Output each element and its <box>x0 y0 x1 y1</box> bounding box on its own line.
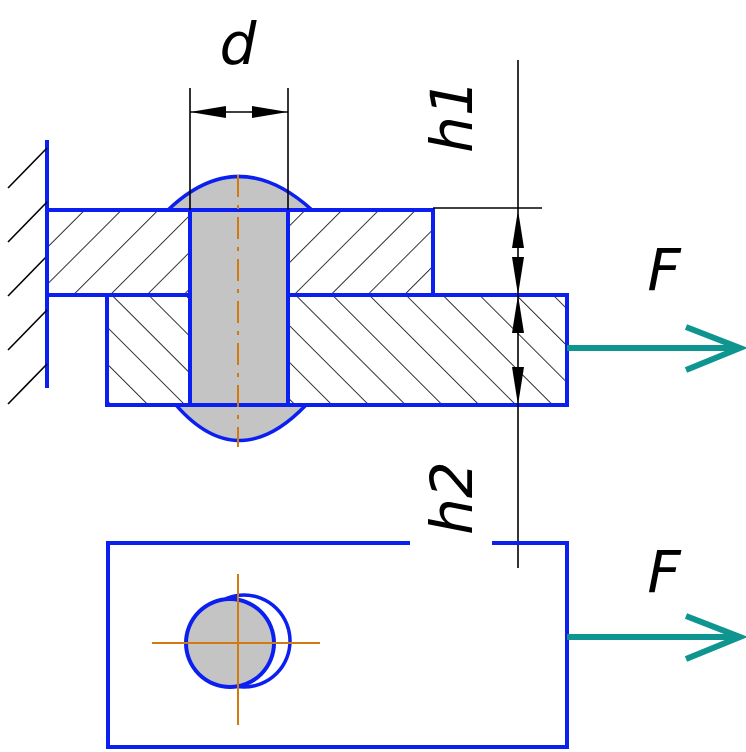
rivet-heads <box>163 174 317 443</box>
bottom-plate <box>105 293 569 407</box>
dimension-thickness <box>433 60 542 568</box>
label-h2: h2 <box>418 461 486 535</box>
force-arrow-bottom <box>567 613 746 662</box>
label-d: d <box>220 10 258 78</box>
wall-support <box>7 140 49 405</box>
rivet-shank <box>188 175 290 447</box>
label-force-bottom: F <box>647 538 682 606</box>
dimension-d <box>189 88 289 210</box>
plan-view-plate <box>106 540 569 749</box>
plan-view-rivet <box>152 574 320 725</box>
force-arrow-top <box>567 324 746 373</box>
label-force-top: F <box>647 236 682 304</box>
label-h1: h1 <box>418 79 486 153</box>
